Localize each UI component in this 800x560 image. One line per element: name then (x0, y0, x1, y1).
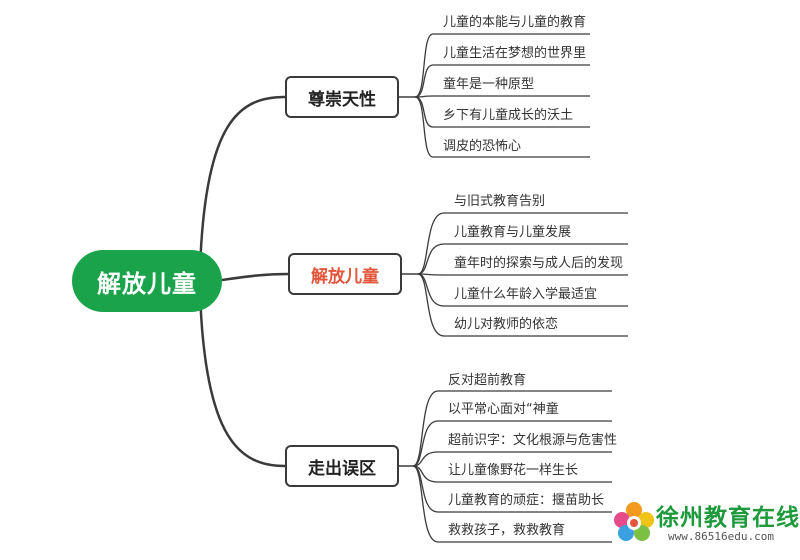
branch-label: 走出误区 (308, 458, 376, 479)
watermark-logo: 徐州教育在线 www.86516edu.com (612, 494, 800, 556)
root-connector (198, 291, 286, 468)
leaf-connector (414, 64, 434, 98)
leaf-connector (412, 465, 439, 543)
leaf-item[interactable]: 儿童生活在梦想的世界里 (443, 46, 587, 61)
leaf-item[interactable]: 童年时的探索与成人后的发现 (454, 256, 624, 271)
leaf-item[interactable]: 以平常心面对“神童 (448, 402, 559, 417)
root-label: 解放儿童 (97, 269, 197, 298)
branch-node-zunchong-tianxing[interactable]: 尊崇天性 (285, 76, 399, 118)
leaf-connector (412, 465, 439, 513)
leaf-item[interactable]: 让儿童像野花一样生长 (448, 463, 579, 478)
leaf-item[interactable]: 儿童的本能与儿童的教育 (443, 15, 587, 30)
branch-node-jiefang-ertong[interactable]: 解放儿童 (288, 253, 402, 295)
leaf-connector (414, 96, 434, 158)
leaf-item[interactable]: 儿童教育的顽症：揠苗助长 (448, 493, 605, 508)
leaf-item[interactable]: 童年是一种原型 (443, 77, 535, 92)
leaf-connector (417, 273, 445, 307)
branch-node-zouchu-wuqu[interactable]: 走出误区 (285, 445, 399, 487)
root-node[interactable]: 解放儿童 (72, 250, 222, 312)
leaf-item[interactable]: 乡下有儿童成长的沃土 (443, 108, 574, 123)
root-connector (221, 272, 289, 282)
leaf-item[interactable]: 儿童什么年龄入学最适宜 (454, 287, 598, 302)
branch-label: 尊崇天性 (308, 89, 376, 110)
leaf-connector (417, 212, 445, 275)
leaf-item[interactable]: 反对超前教育 (448, 373, 527, 388)
leaf-connector (412, 420, 439, 467)
leaf-connector (417, 273, 445, 337)
leaf-item[interactable]: 与旧式教育告别 (454, 194, 546, 209)
leaf-connector (412, 390, 439, 467)
leaf-connector (412, 451, 439, 467)
leaf-item[interactable]: 幼儿对教师的依恋 (454, 317, 559, 332)
flower-logo-icon (614, 502, 654, 541)
leaf-item[interactable]: 超前识字：文化根源与危害性 (448, 433, 618, 448)
leaf-item[interactable]: 儿童教育与儿童发展 (454, 225, 572, 240)
branch-label: 解放儿童 (311, 266, 379, 287)
watermark-url: www.86516edu.com (668, 530, 774, 543)
leaf-item[interactable]: 调皮的恐怖心 (443, 139, 522, 154)
leaf-connector (417, 243, 445, 275)
root-connector (198, 95, 286, 271)
leaf-connector (414, 33, 434, 98)
leaf-item[interactable]: 救救孩子，救救教育 (448, 523, 566, 538)
watermark-title: 徐州教育在线 (656, 505, 800, 531)
